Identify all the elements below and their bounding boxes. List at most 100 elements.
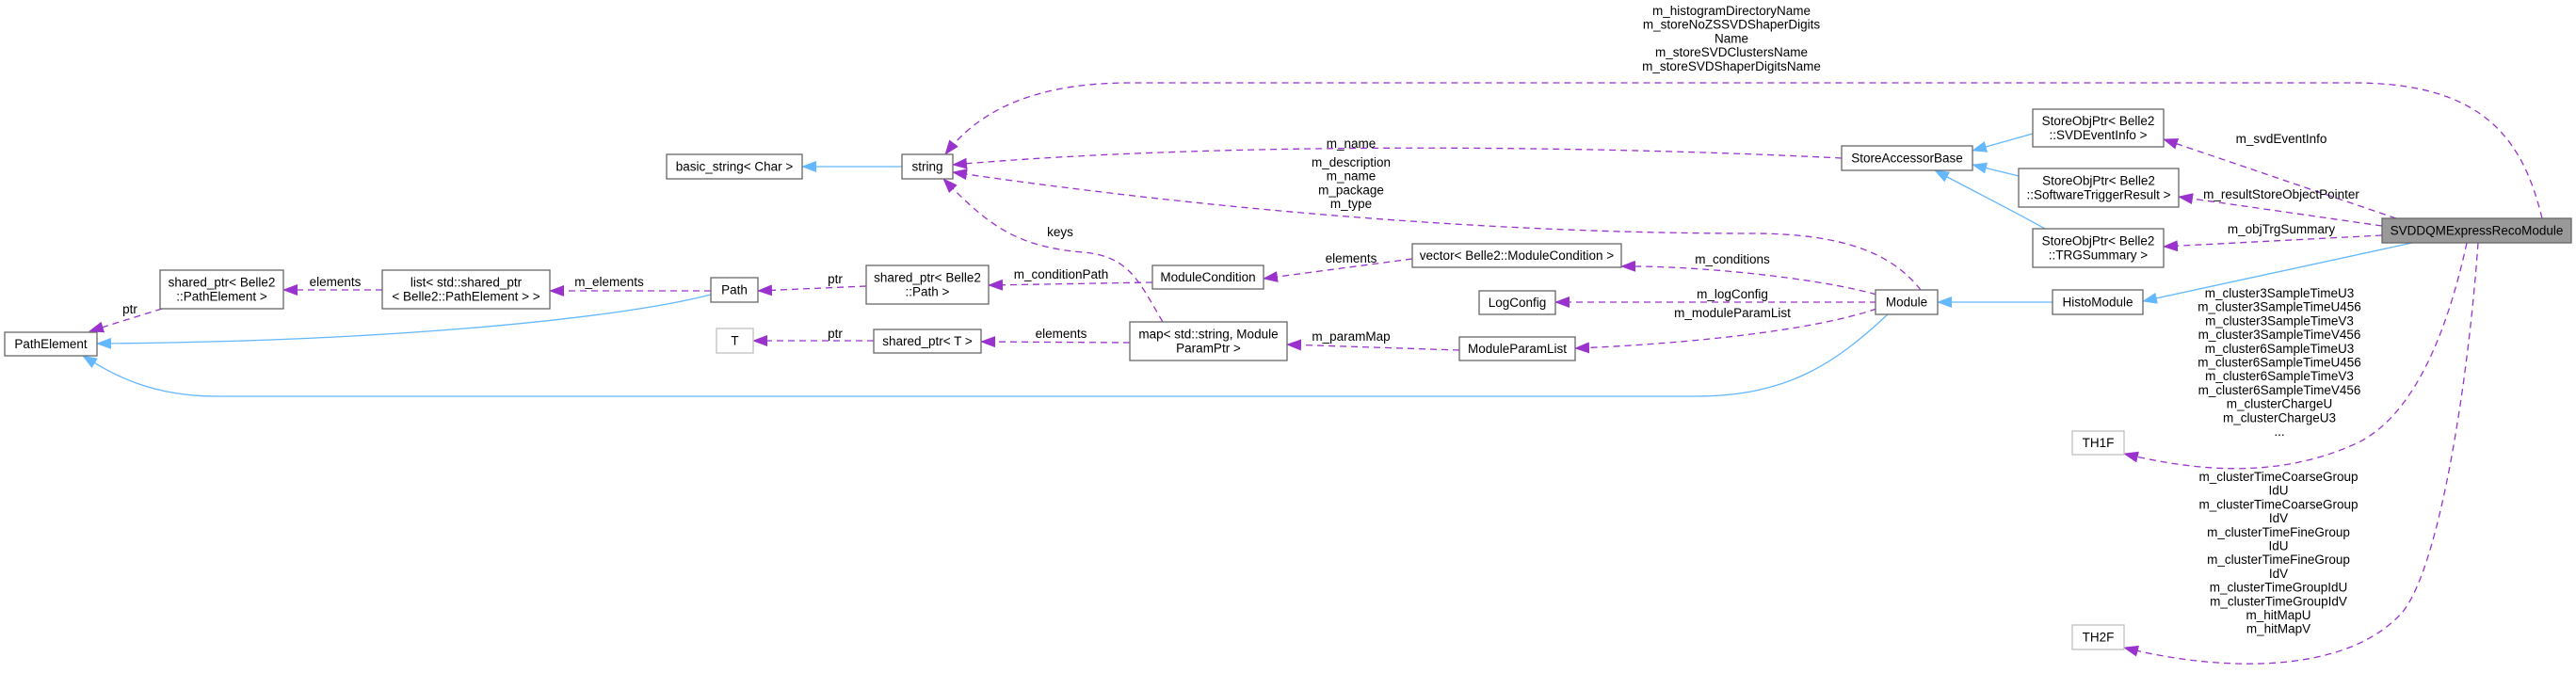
- node-label: HistoModule: [2062, 296, 2133, 310]
- node-label: map< std::string, Module: [1138, 328, 1278, 342]
- class-node-store-accessor-base[interactable]: StoreAccessorBase: [1841, 145, 1973, 171]
- edge-label-line: m_svdEventInfo: [2236, 132, 2327, 146]
- node-label: T: [731, 334, 738, 348]
- class-node-svddqm-express-reco-module[interactable]: SVDDQMExpressRecoModule: [2381, 217, 2572, 244]
- node-label: ::TRGSummary >: [2049, 248, 2149, 262]
- edge-label-m-conditions: m_conditions: [1695, 252, 1770, 266]
- node-label: StoreObjPtr< Belle2: [2042, 234, 2155, 248]
- usage-edge-svddqm-string-members: [944, 82, 2543, 219]
- node-box: [4, 331, 98, 357]
- inheritance-edge-svdeventinfo-to-storeaccessorbase: [1972, 133, 2034, 152]
- inheritance-edge-softwaretrigger-to-storeaccessorbase: [1972, 162, 2020, 177]
- usage-edge-module-m-moduleparamlist: [1574, 308, 1877, 354]
- edge-label-m-resultStoreObjectPointer: m_resultStoreObjectPointer: [2203, 187, 2359, 201]
- usage-edge-modulecondition-conditionpath: [988, 279, 1153, 291]
- class-node-storeobjptr-softwaretriggerresult[interactable]: StoreObjPtr< Belle2::SoftwareTriggerResu…: [2018, 168, 2180, 208]
- class-node-th2f[interactable]: TH2F: [2071, 624, 2125, 650]
- edge-label-line: m_clusterChargeU: [2227, 397, 2333, 411]
- edge-label-line: m_cluster3SampleTimeU3: [2205, 286, 2355, 300]
- edge-label-line: m_storeSVDShaperDigitsName: [1642, 59, 1821, 73]
- node-box: [2071, 430, 2125, 456]
- node-box: [716, 328, 754, 354]
- node-box: [1129, 321, 1288, 361]
- edge-label-line: m_description: [1312, 155, 1391, 169]
- edge-label-keys: keys: [1047, 225, 1073, 239]
- edge-label-line: ptr: [828, 272, 843, 286]
- class-node-vector-module-condition[interactable]: vector< Belle2::ModuleCondition >: [1411, 243, 1622, 268]
- edge-label-ptr-path-element: ptr: [122, 302, 137, 316]
- class-node-storeobjptr-trgsummary[interactable]: StoreObjPtr< Belle2::TRGSummary >: [2032, 228, 2165, 268]
- edge-label-line: m_cluster6SampleTimeV456: [2198, 383, 2361, 397]
- usage-edge-svddqm-m-svdeventinfo: [2163, 138, 2397, 219]
- edge-label-m-paramMap: m_paramMap: [1312, 329, 1390, 344]
- node-label: shared_ptr< Belle2: [169, 276, 276, 290]
- edge-label-line: m_paramMap: [1312, 329, 1390, 344]
- edge-label-m-moduleParamList: m_moduleParamList: [1674, 306, 1791, 320]
- edge-label-m-objTrgSummary: m_objTrgSummary: [2228, 222, 2336, 236]
- class-node-path-element[interactable]: PathElement: [4, 331, 98, 357]
- node-label: ParamPtr >: [1176, 341, 1241, 355]
- edge-label-string-members: m_histogramDirectoryNamem_storeNoZSSVDSh…: [1642, 4, 1821, 73]
- class-node-th1f[interactable]: TH1F: [2071, 430, 2125, 456]
- class-node-list-shared-ptr-path-element[interactable]: list< std::shared_ptr< Belle2::PathEleme…: [381, 269, 551, 310]
- edge-label-line: ...: [2274, 425, 2284, 439]
- edge-label-line: m_logConfig: [1697, 287, 1768, 301]
- edge-label-line: m_conditionPath: [1014, 267, 1109, 281]
- edge-label-m-name: m_name: [1327, 136, 1377, 151]
- edge-label-line: m_cluster6SampleTimeV3: [2205, 369, 2354, 383]
- class-node-string[interactable]: string: [901, 153, 954, 180]
- class-node-module[interactable]: Module: [1875, 289, 1939, 315]
- edge-label-line: m_histogramDirectoryName: [1652, 4, 1811, 18]
- node-box: [2018, 168, 2180, 208]
- class-node-shared-ptr-path[interactable]: shared_ptr< Belle2::Path >: [865, 264, 990, 305]
- edge-label-line: m_conditions: [1695, 252, 1770, 266]
- class-node-path[interactable]: Path: [710, 277, 759, 303]
- node-label: TH1F: [2083, 436, 2115, 450]
- usage-edge-svddqm-m-resultstoreobjectpointer: [2178, 193, 2383, 227]
- class-node-t[interactable]: T: [716, 328, 754, 354]
- class-node-module-condition[interactable]: ModuleCondition: [1151, 264, 1264, 290]
- node-box: [381, 269, 551, 310]
- class-node-shared-ptr-path-element[interactable]: shared_ptr< Belle2::PathElement >: [159, 269, 284, 310]
- class-node-log-config[interactable]: LogConfig: [1478, 290, 1556, 315]
- node-label: shared_ptr< Belle2: [874, 271, 981, 285]
- usage-edge-map-keys: [942, 178, 1164, 323]
- inheritance-edge-path-to-pathelement: [96, 294, 712, 349]
- node-box: [1151, 264, 1264, 290]
- edge-label-m-conditionPath: m_conditionPath: [1014, 267, 1109, 281]
- node-label: vector< Belle2::ModuleCondition >: [1420, 248, 1614, 263]
- node-box: [2052, 289, 2144, 315]
- class-node-storeobjptr-svdeventinfo[interactable]: StoreObjPtr< Belle2::SVDEventInfo >: [2032, 108, 2165, 148]
- class-node-shared-ptr-t[interactable]: shared_ptr< T >: [873, 328, 982, 354]
- edge-label-line: m_elements: [574, 275, 644, 289]
- edge-label-line: elements: [1326, 251, 1377, 265]
- class-node-basic-string[interactable]: basic_string< Char >: [666, 153, 803, 180]
- node-label: ::PathElement >: [176, 289, 267, 303]
- class-node-module-param-list[interactable]: ModuleParamList: [1458, 336, 1576, 361]
- usage-edge-svddqm-th2f-members: [2123, 242, 2479, 665]
- edge-label-line: IdV: [2269, 567, 2288, 581]
- edge-label-list-elements: elements: [310, 275, 362, 289]
- edge-label-line: m_clusterTimeGroupIdU: [2210, 581, 2348, 595]
- node-label: LogConfig: [1489, 296, 1547, 310]
- class-node-histo-module[interactable]: HistoModule: [2052, 289, 2144, 315]
- edge-label-th2f-members: m_clusterTimeCoarseGroupIdUm_clusterTime…: [2198, 470, 2358, 636]
- edge-label-line: m_objTrgSummary: [2228, 222, 2336, 236]
- node-box: [901, 153, 954, 180]
- edge-label-line: m_name: [1327, 169, 1377, 184]
- edge-label-line: m_moduleParamList: [1674, 306, 1791, 320]
- node-label: string: [911, 160, 942, 174]
- usage-edge-sharedptr-path-ptr: [757, 284, 867, 296]
- edge-label-m-elements: m_elements: [574, 275, 644, 289]
- node-label: StoreAccessorBase: [1851, 152, 1963, 166]
- inheritance-edge-module-to-pathelement: [82, 313, 1889, 397]
- node-label: Path: [721, 283, 748, 297]
- edge-labels: m_histogramDirectoryNamem_storeNoZSSVDSh…: [122, 4, 2361, 636]
- edge-label-line: m_hitMapV: [2246, 622, 2310, 636]
- usage-edge-module-string-members: [952, 168, 1922, 291]
- inheritance-edge-trgsummary-to-storeaccessorbase: [1934, 169, 2046, 230]
- edge-label-vector-elements: elements: [1326, 251, 1377, 265]
- edge-label-line: m_storeNoZSSVDShaperDigits: [1643, 18, 1821, 32]
- edge-label-line: m_package: [1318, 183, 1384, 197]
